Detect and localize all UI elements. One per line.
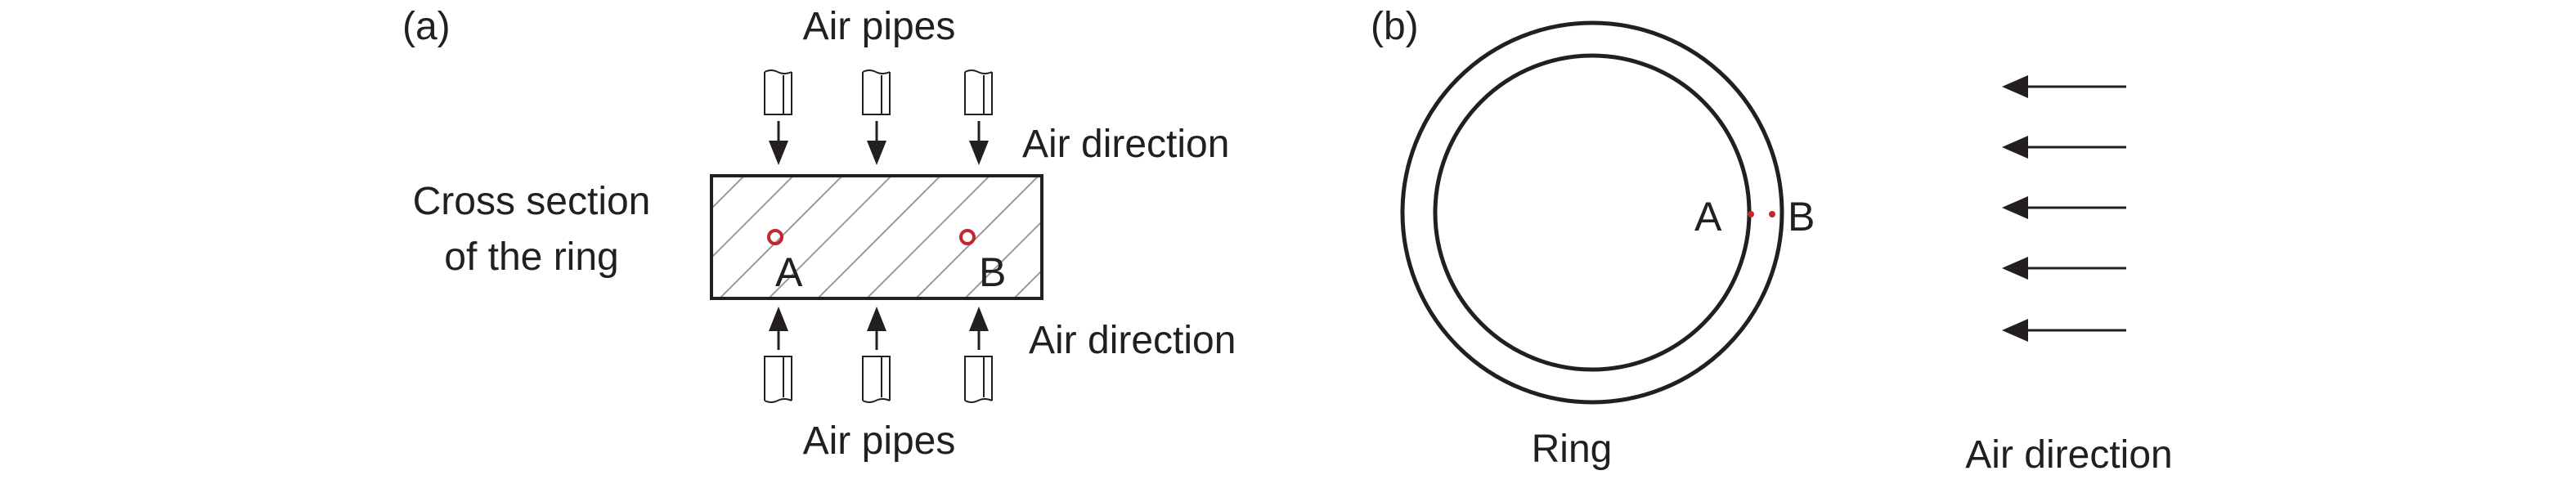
point-a-label: A (775, 249, 803, 295)
bottom-air-pipe-right (964, 307, 993, 403)
air-arrow (2002, 257, 2126, 280)
top-air-pipe-left (764, 69, 792, 165)
panel-b-air-direction-label: Air direction (1965, 433, 2172, 477)
ring-label: Ring (1532, 428, 1613, 471)
air-pipes-top-label: Air pipes (803, 5, 956, 48)
cross-section-label-line2: of the ring (444, 235, 618, 279)
air-direction-top-label: Air direction (1022, 123, 1229, 166)
panel-b-label: (b) (1371, 5, 1419, 48)
air-arrow (2002, 319, 2126, 342)
ring-point-b-label: B (1788, 194, 1815, 240)
cross-section-label-line1: Cross section (413, 180, 651, 223)
air-arrow (2002, 196, 2126, 219)
bottom-air-pipe-left (764, 307, 792, 403)
point-a-dot (1748, 211, 1754, 217)
point-b-dot (1769, 211, 1775, 217)
panel-a: (a) Air pipes Air direction Cross sectio… (402, 5, 1236, 463)
top-air-pipe-right (964, 69, 993, 165)
panel-b: (b) A B Ring (1371, 5, 2173, 477)
air-arrow (2002, 75, 2126, 98)
air-direction-arrows (2002, 75, 2126, 342)
ring: A B (1400, 20, 1815, 405)
panel-a-label: (a) (402, 5, 451, 48)
ring-point-a-label: A (1694, 194, 1722, 240)
cross-section-hatching (711, 176, 1042, 298)
air-direction-bottom-label: Air direction (1029, 319, 1236, 362)
top-air-pipe-center (862, 69, 891, 165)
air-pipes-bottom-label: Air pipes (803, 419, 956, 463)
ring-cross-section: A B (710, 174, 1043, 300)
point-a-marker (767, 229, 783, 245)
point-b-marker (959, 229, 976, 245)
air-arrow (2002, 136, 2126, 159)
point-b-label: B (979, 249, 1006, 295)
ring-outer-edge (1400, 20, 1784, 405)
bottom-air-pipe-center (862, 307, 891, 403)
